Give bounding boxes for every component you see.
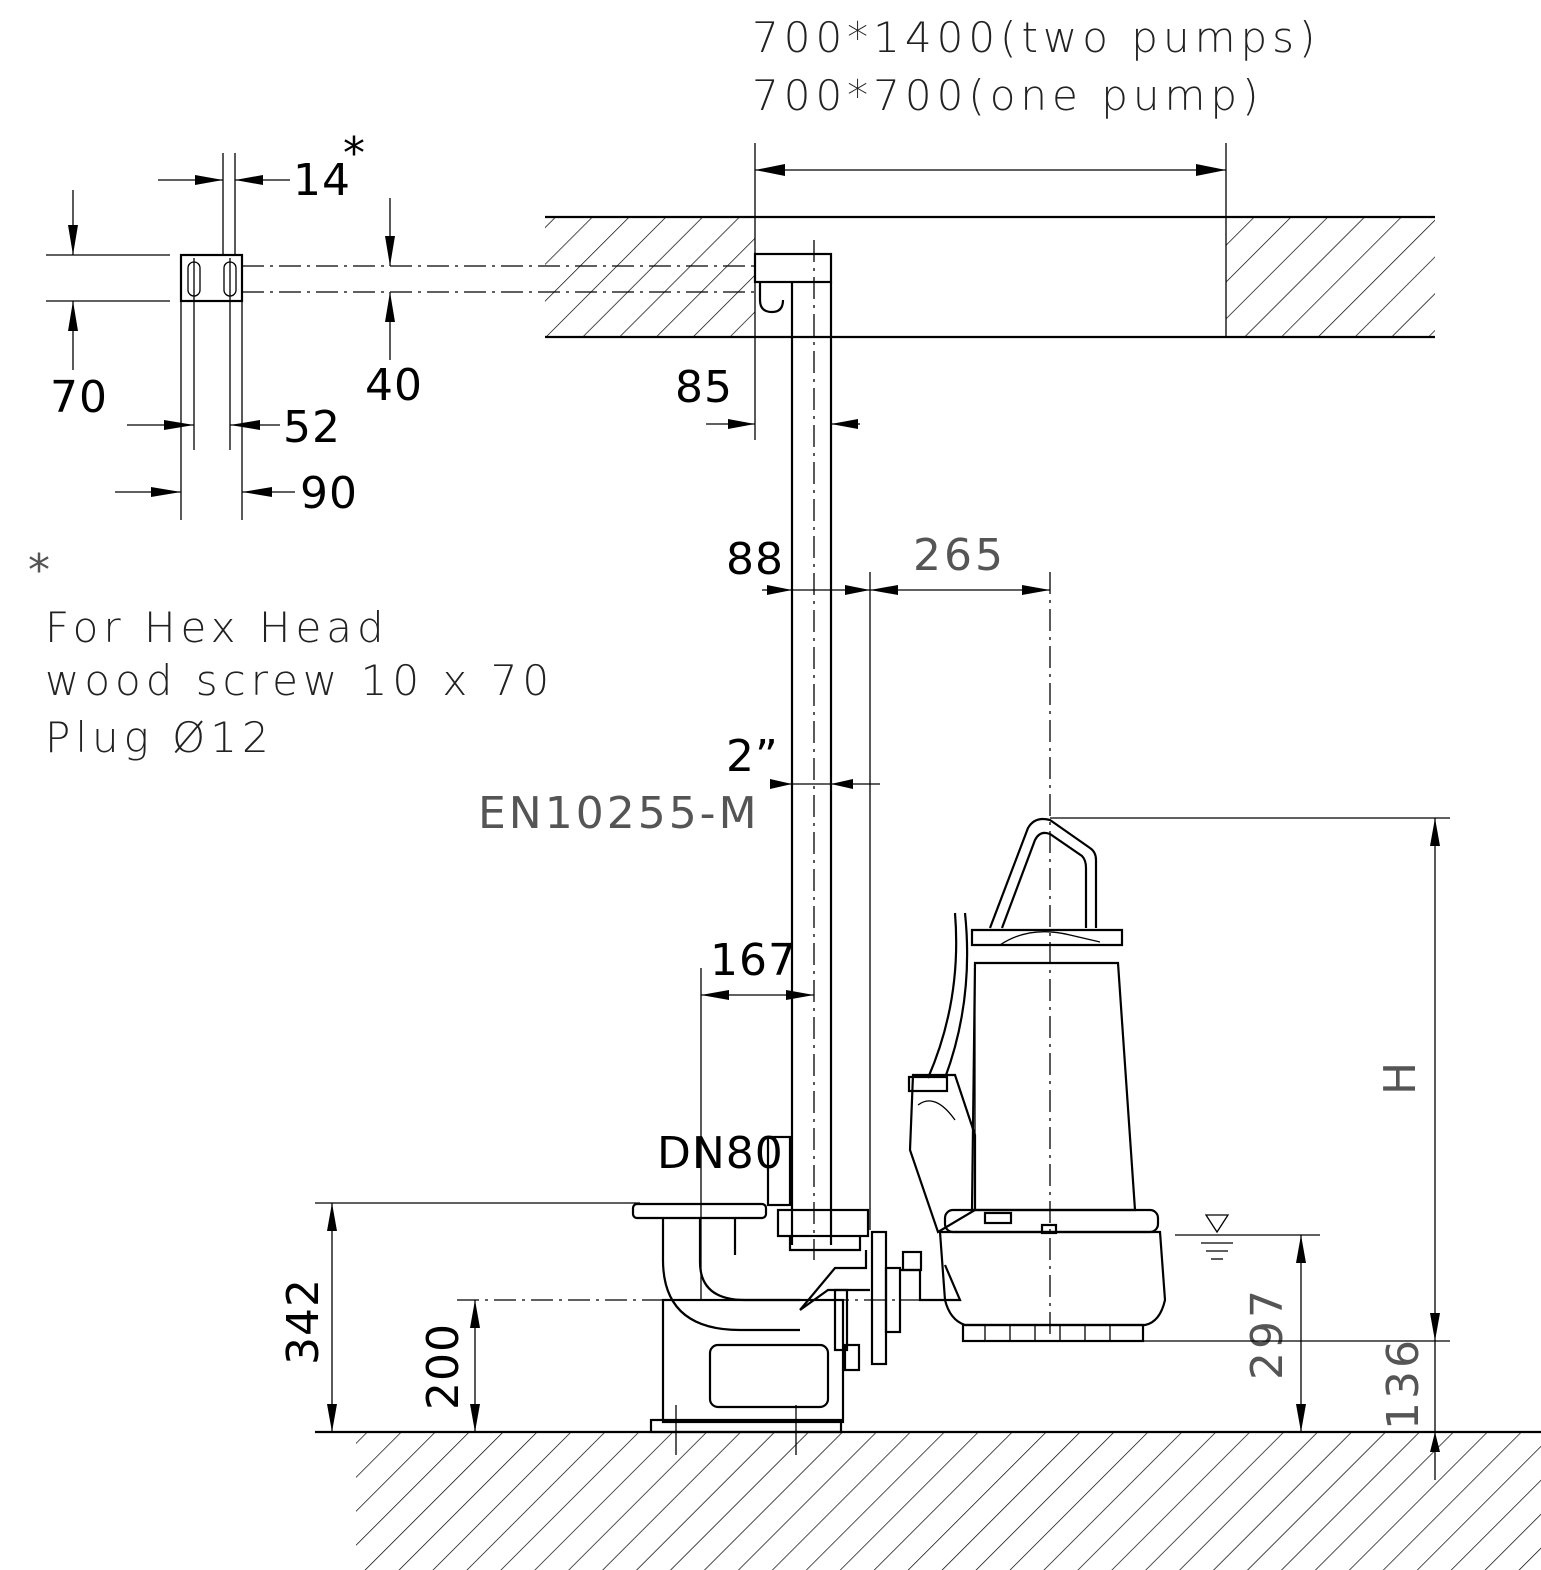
- dim-70: 70: [50, 372, 108, 423]
- span-two-pumps: 700*1400(two pumps): [752, 13, 1320, 62]
- dim-167: 167: [710, 935, 797, 986]
- note-line-2: wood screw 10 x 70: [45, 656, 554, 705]
- dim-h: H: [1375, 1059, 1426, 1095]
- top-span-dimension: 700*1400(two pumps) 700*700(one pump): [752, 13, 1320, 176]
- screw-note: * For Hex Head wood screw 10 x 70 Plug Ø…: [28, 545, 554, 762]
- pipe-size: 2”: [726, 731, 779, 782]
- dim-14: 14: [293, 155, 351, 206]
- pump: [457, 572, 1167, 1343]
- dim-136: 136: [1378, 1337, 1429, 1430]
- note-star: *: [28, 545, 53, 596]
- dim-265: 265: [913, 530, 1006, 581]
- floor: [315, 1430, 1541, 1570]
- bracket-detail: 14 * 70 40 52 90: [46, 128, 760, 520]
- pipe-standard: EN10255-M: [478, 788, 760, 839]
- note-line-1: For Hex Head: [45, 603, 389, 652]
- dim-40: 40: [365, 360, 423, 411]
- span-one-pump: 700*700(one pump): [752, 71, 1263, 120]
- dim-297: 297: [1242, 1287, 1293, 1380]
- dim-342: 342: [278, 1278, 329, 1365]
- dim-88: 88: [726, 534, 784, 585]
- note-line-3: Plug Ø12: [45, 713, 274, 762]
- dim-52: 52: [283, 402, 341, 453]
- ceiling-slab: [545, 143, 1435, 440]
- height-dimensions: 342 200 297 H 136: [278, 817, 1450, 1480]
- guide-pipe: 85 88 265 2” EN10255-M 167 DN80: [478, 240, 1050, 1300]
- coupling-base: [631, 1135, 923, 1455]
- outlet-dn80: DN80: [657, 1128, 784, 1179]
- dim-85: 85: [675, 362, 733, 413]
- dim-90: 90: [300, 468, 358, 519]
- dim-14-star: *: [343, 128, 366, 179]
- dim-200: 200: [418, 1323, 469, 1410]
